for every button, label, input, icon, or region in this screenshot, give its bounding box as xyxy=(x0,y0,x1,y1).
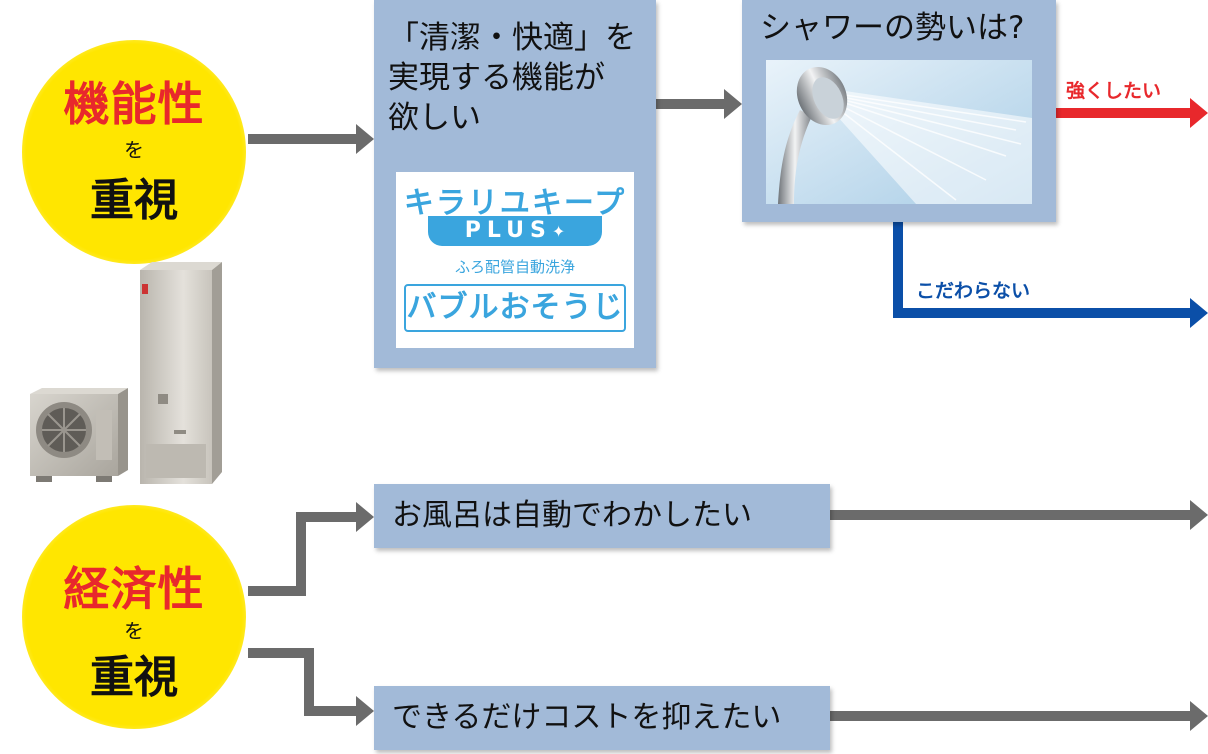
logo-title: キラリユキープ xyxy=(403,186,627,221)
circle-particle: を xyxy=(124,619,144,643)
arrow-strong xyxy=(1056,98,1208,128)
water-heater-illustration xyxy=(26,262,232,488)
kirari-keep-logo: キラリユキープ PLUS✦ ふろ配管自動洗浄 バブルおそうじ xyxy=(396,172,634,348)
features-box: 「清潔・快適」を 実現する機能が 欲しい キラリユキープ PLUS✦ ふろ配管自… xyxy=(374,0,656,368)
economy-row-text: お風呂は自動でわかしたい xyxy=(392,498,752,533)
features-line-2: 実現する機能が xyxy=(388,60,605,96)
sparkle-icon: ✦ xyxy=(551,222,566,241)
economy-row-text: できるだけコストを抑えたい xyxy=(392,700,782,735)
features-line-1: 「清潔・快適」を xyxy=(388,20,636,56)
arrow-circle1-to-features xyxy=(248,124,374,154)
economy-row-auto-bath: お風呂は自動でわかしたい xyxy=(374,484,830,548)
priority-circle-function: 機能性 を 重視 xyxy=(22,40,246,264)
economy-row-low-cost: できるだけコストを抑えたい xyxy=(374,686,830,750)
shower-question: シャワーの勢いは? xyxy=(760,10,1025,46)
shower-box: シャワーの勢いは? xyxy=(742,0,1056,222)
logo-plus-band: PLUS✦ xyxy=(428,216,602,246)
priority-circle-economy: 経済性 を 重視 xyxy=(22,505,246,729)
branch-label-strong: 強くしたい xyxy=(1066,80,1162,102)
circle-emphasis: 重視 xyxy=(90,175,178,226)
arrow-no-preference xyxy=(893,222,1208,328)
logo-badge: バブルおそうじ xyxy=(404,284,626,332)
arrow-row2-out xyxy=(830,701,1208,731)
arrow-features-to-shower xyxy=(656,89,742,119)
branch-label-no-preference: こだわらない xyxy=(916,280,1031,302)
circle-emphasis: 重視 xyxy=(90,652,178,703)
logo-subtitle: ふろ配管自動洗浄 xyxy=(454,258,575,276)
logo-plus: PLUS xyxy=(464,218,552,243)
arrow-row1-out xyxy=(830,500,1208,530)
circle-main-label: 機能性 xyxy=(63,77,205,131)
shower-image xyxy=(766,60,1032,204)
arrow-circle2-to-row1 xyxy=(248,502,374,596)
circle-particle: を xyxy=(124,138,144,162)
arrow-circle2-to-row2 xyxy=(248,648,374,726)
circle-main-label: 経済性 xyxy=(63,562,205,616)
features-line-3: 欲しい xyxy=(388,100,481,136)
